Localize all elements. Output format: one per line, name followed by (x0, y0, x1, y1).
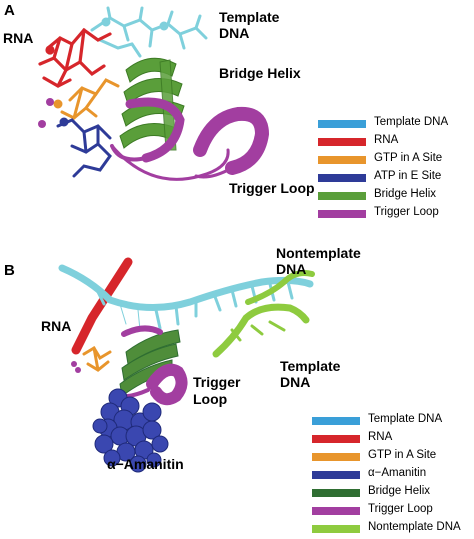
panel-a-legend-item: Trigger Loop (318, 205, 474, 223)
panel-b-legend-item: α−Amanitin (312, 466, 472, 484)
panel-b-template-dna (58, 264, 314, 331)
panel-a-legend-item: Bridge Helix (318, 187, 474, 205)
panel-b-alpha-amanitin (92, 388, 169, 473)
panel-b-ion-2 (75, 367, 81, 373)
legend-swatch (318, 174, 366, 182)
panel-b-structure (58, 257, 315, 473)
legend-swatch (312, 435, 360, 443)
panel-a-legend-item: Template DNA (318, 115, 474, 133)
panel-a-label-trigger-loop: Trigger Loop (229, 180, 315, 196)
panel-b-label-rna: RNA (41, 318, 72, 334)
legend-label: Trigger Loop (374, 206, 439, 218)
panel-b-label-nontemplate-dna-2: DNA (276, 261, 307, 277)
legend-label: α−Amanitin (368, 467, 427, 479)
legend-label: Bridge Helix (368, 485, 430, 497)
panel-a-ion-2 (38, 120, 46, 128)
panel-a-legend-item: ATP in E Site (318, 169, 474, 187)
panel-b-legend-item: Bridge Helix (312, 484, 472, 502)
panel-b-legend-item: Template DNA (312, 412, 472, 430)
panel-b-label-trigger-loop-2: Loop (193, 391, 228, 407)
panel-a-trigger-loop (110, 97, 270, 181)
panel-b-label-trigger-loop-1: Trigger (193, 374, 241, 390)
legend-label: RNA (374, 134, 399, 146)
panel-b-label-template-dna-2: DNA (280, 374, 311, 390)
legend-label: Template DNA (368, 413, 443, 425)
panel-b-legend-item: Trigger Loop (312, 502, 472, 520)
panel-a-label-bridge-helix: Bridge Helix (219, 65, 301, 81)
legend-label: Bridge Helix (374, 188, 436, 200)
legend-swatch (312, 453, 360, 461)
panel-a-template-dna (90, 6, 208, 58)
panel-a-rna (38, 27, 112, 88)
legend-swatch (312, 489, 360, 497)
panel-b-legend: Template DNA RNA GTP in A Site α−Amaniti… (312, 412, 474, 538)
panel-a-label-template-dna-2: DNA (219, 25, 250, 41)
legend-swatch (318, 120, 366, 128)
panel-b-rna (71, 257, 133, 355)
panel-a-structure (38, 6, 270, 181)
legend-label: GTP in A Site (368, 449, 437, 461)
legend-swatch (318, 138, 366, 146)
panel-b-nontemplate-dna (212, 270, 315, 358)
panel-a-ion-1 (46, 98, 54, 106)
legend-swatch (312, 525, 360, 533)
legend-swatch (318, 210, 366, 218)
panel-a-atp (56, 117, 112, 178)
panel-a-letter: A (4, 2, 15, 19)
panel-b-letter: B (4, 262, 15, 279)
panel-b-legend-item: Nontemplate DNA (312, 520, 472, 538)
legend-label: Trigger Loop (368, 503, 433, 515)
legend-label: ATP in E Site (374, 170, 442, 182)
panel-b-label-template-dna-1: Template (280, 358, 341, 374)
panel-a-legend-item: GTP in A Site (318, 151, 474, 169)
panel-a-label-rna: RNA (3, 30, 34, 46)
legend-label: Nontemplate DNA (368, 521, 461, 533)
panel-a-legend-item: RNA (318, 133, 474, 151)
panel-b-legend-item: RNA (312, 430, 472, 448)
panel-b-legend-item: GTP in A Site (312, 448, 472, 466)
legend-label: RNA (368, 431, 393, 443)
legend-label: GTP in A Site (374, 152, 443, 164)
panel-b-gtp (82, 345, 112, 372)
panel-b-label-alpha-amanitin: α−Amanitin (107, 456, 184, 472)
panel-b-ion-1 (71, 361, 77, 367)
legend-swatch (312, 471, 360, 479)
panel-a-label-template-dna-1: Template (219, 9, 280, 25)
panel-a-gtp (53, 78, 120, 120)
legend-label: Template DNA (374, 116, 449, 128)
panel-b-label-nontemplate-dna-1: Nontemplate (276, 245, 361, 261)
panel-a-legend: Template DNA RNA GTP in A Site ATP in E … (318, 115, 474, 225)
legend-swatch (318, 156, 366, 164)
legend-swatch (318, 192, 366, 200)
legend-swatch (312, 417, 360, 425)
legend-swatch (312, 507, 360, 515)
